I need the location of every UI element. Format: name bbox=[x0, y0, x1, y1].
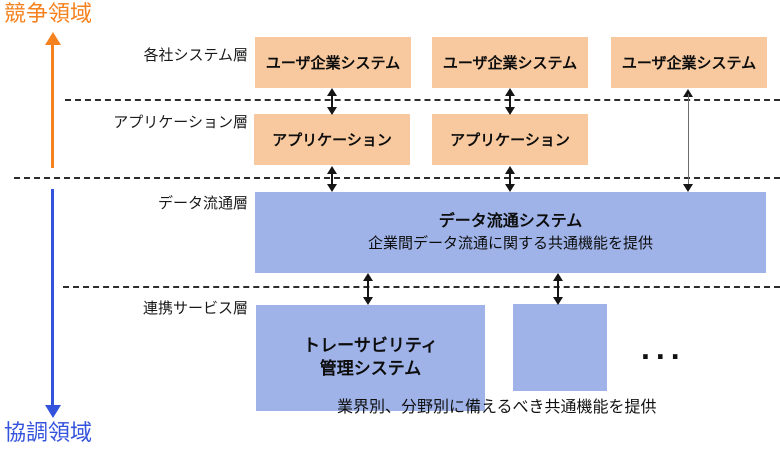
layer-label-application: アプリケーション層 bbox=[113, 114, 248, 131]
other-service-system-box bbox=[513, 304, 607, 391]
box-label: アプリケーション bbox=[272, 132, 392, 149]
layer-label-data-distribution: データ流通層 bbox=[157, 195, 248, 212]
layer-label-cooperation-service: 連携サービス層 bbox=[142, 300, 248, 317]
layer-divider-3 bbox=[63, 286, 780, 288]
double-arrow-user3-datadist bbox=[683, 89, 693, 192]
traceability-management-system-box: トレーサビリティ 管理システム bbox=[256, 305, 485, 411]
competitive-region-label: 競争領域 bbox=[4, 1, 93, 26]
application-box-2: アプリケーション bbox=[432, 114, 588, 165]
double-arrow-app1-datadist bbox=[327, 166, 337, 192]
axis-line bbox=[51, 189, 54, 408]
double-arrow-datadist-service2 bbox=[553, 273, 563, 305]
up-arrowhead-icon bbox=[45, 32, 61, 45]
box-label: ユーザ企業システム bbox=[621, 55, 757, 72]
layer-divider-1 bbox=[65, 99, 780, 101]
axis-line bbox=[51, 42, 54, 168]
user-company-system-box-1: ユーザ企業システム bbox=[255, 37, 411, 88]
user-company-system-box-3: ユーザ企業システム bbox=[611, 37, 767, 88]
box-subtitle: 企業間データ流通に関する共通機能を提供 bbox=[367, 235, 653, 253]
box-label-line2: 管理システム bbox=[319, 359, 422, 378]
box-label: アプリケーション bbox=[450, 132, 570, 149]
cooperative-axis-down-arrow bbox=[45, 189, 61, 418]
box-label: ユーザ企業システム bbox=[265, 55, 401, 72]
layer-divider-2 bbox=[14, 177, 780, 179]
layer-label-company-system: 各社システム層 bbox=[143, 47, 248, 64]
down-arrowhead-icon bbox=[45, 405, 61, 418]
competitive-axis-up-arrow bbox=[45, 32, 61, 168]
box-title: データ流通システム bbox=[438, 212, 583, 230]
application-box-1: アプリケーション bbox=[254, 114, 410, 165]
cooperation-layer-caption: 業界別、分野別に備えるべき共通機能を提供 bbox=[337, 399, 657, 416]
double-arrow-app2-datadist bbox=[505, 166, 515, 192]
cooperative-region-label: 協調領域 bbox=[4, 420, 93, 445]
user-company-system-box-2: ユーザ企業システム bbox=[432, 37, 588, 88]
double-arrow-datadist-traceability bbox=[363, 273, 373, 305]
more-systems-ellipsis: ... bbox=[641, 330, 686, 366]
data-distribution-system-box: データ流通システム 企業間データ流通に関する共通機能を提供 bbox=[255, 192, 766, 273]
box-label-line1: トレーサビリティ bbox=[303, 336, 438, 356]
double-arrow-user1-app1 bbox=[327, 88, 337, 115]
box-label: ユーザ企業システム bbox=[442, 55, 578, 72]
double-arrow-user2-app2 bbox=[505, 88, 515, 115]
